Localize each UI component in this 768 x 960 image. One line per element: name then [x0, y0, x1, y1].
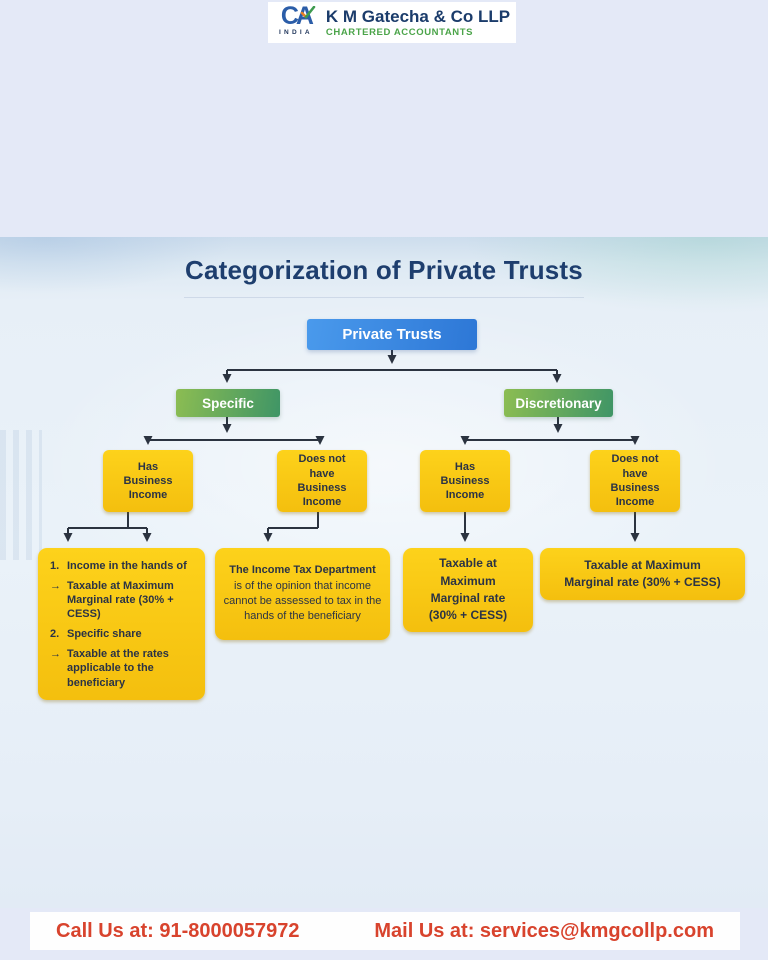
- arrow-marker: →: [50, 580, 61, 593]
- city-skyline-watermark: [0, 430, 42, 560]
- leaf-line1: The Income Tax Department: [229, 564, 376, 577]
- firm-identity: K M Gatecha & Co LLP CHARTERED ACCOUNTAN…: [326, 7, 510, 38]
- firm-name: K M Gatecha & Co LLP: [325, 7, 511, 26]
- leaf-body-text: is of the opinion that income cannot be …: [223, 579, 382, 623]
- list-marker: 1.: [50, 560, 60, 572]
- node-specific: Specific: [176, 389, 280, 417]
- leaf-specific-no-income-detail: The Income Tax Department is of the opin…: [215, 548, 390, 640]
- node-discretionary: Discretionary: [504, 389, 613, 417]
- list-text: Specific share: [67, 628, 142, 641]
- list-text: Taxable at Maximum Marginal rate (30% + …: [67, 580, 174, 621]
- arrow-marker: →: [50, 648, 61, 661]
- call-us-text: Call Us at: 91-8000057972: [56, 919, 300, 942]
- list-marker: 2.: [50, 628, 60, 641]
- page-title: Categorization of Private Trusts: [185, 255, 583, 285]
- leaf-discretionary-no-income-detail: Taxable at Maximum Marginal rate (30% + …: [540, 548, 745, 600]
- title-underline: [184, 297, 584, 298]
- list-text: Income in the hands of: [67, 560, 187, 572]
- leaf-specific-has-income-detail: 1. Income in the hands of → Taxable at M…: [38, 548, 205, 700]
- list-item: → Taxable at the rates applicable to the…: [50, 647, 195, 689]
- tricolor-check-icon: [300, 5, 316, 18]
- list-item: 1. Income in the hands of: [50, 559, 195, 573]
- contact-bar: Call Us at: 91-8000057972 Mail Us at: se…: [30, 912, 740, 950]
- ca-logo-letters: CA: [280, 1, 314, 30]
- ca-india-logo: CA INDIA: [274, 1, 318, 42]
- node-discretionary-no-business-income: Does not have Business Income: [590, 450, 680, 512]
- leaf-discretionary-has-income-detail: Taxable at Maximum Marginal rate (30% + …: [403, 548, 533, 632]
- node-private-trusts: Private Trusts: [307, 319, 477, 350]
- firm-tagline: CHARTERED ACCOUNTANTS: [325, 27, 474, 38]
- mail-us-text: Mail Us at: services@kmgcollp.com: [374, 919, 714, 942]
- list-text: Taxable at the rates applicable to the b…: [67, 648, 169, 689]
- header-logo-strip: CA INDIA K M Gatecha & Co LLP CHARTERED …: [268, 2, 516, 43]
- ca-logo-india-label: INDIA: [279, 28, 313, 36]
- node-discretionary-has-business-income: Has Business Income: [420, 450, 510, 512]
- node-specific-no-business-income: Does not have Business Income: [277, 450, 367, 512]
- list-item: 2. Specific share: [50, 627, 195, 641]
- node-specific-has-business-income: Has Business Income: [103, 450, 193, 512]
- list-item: → Taxable at Maximum Marginal rate (30% …: [50, 579, 195, 621]
